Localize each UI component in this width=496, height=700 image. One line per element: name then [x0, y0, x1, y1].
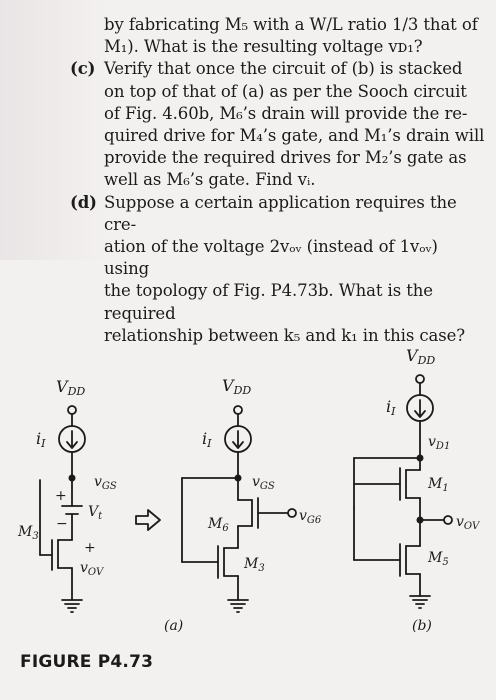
vdd-terminal-middle — [233, 405, 243, 415]
lead-line: M₁). What is the resulting voltage vᴅ₁? — [104, 37, 423, 57]
circuit-right: VDD iI vD1 M1 vOV — [353, 346, 481, 609]
plus-sign: + — [55, 488, 67, 504]
vdd-terminal-left — [67, 405, 77, 415]
implies-arrow-icon — [135, 509, 161, 531]
vgs-label-left: vGS — [94, 474, 117, 492]
current-label-middle: iI — [202, 429, 212, 450]
part-d-line: Suppose a certain application requires t… — [104, 192, 457, 234]
vgs-label-middle: vGS — [252, 474, 275, 492]
m6-label: M6 — [207, 516, 229, 534]
m3-label-left: M3 — [17, 524, 39, 542]
part-c-line: provide the required drives for M₂’s gat… — [104, 148, 467, 168]
vov-label-left: vOV — [80, 560, 105, 578]
circuit-left: VDD iI vGS + − Vt — [17, 377, 117, 613]
problem-text: by fabricating M₅ with a W/L ratio 1/3 t… — [70, 14, 486, 347]
m3-label-middle: M3 — [243, 556, 265, 574]
minus-sign: − — [56, 516, 68, 532]
vd1-label: vD1 — [428, 434, 450, 452]
m5-label: M5 — [427, 550, 449, 568]
vg6-terminal — [287, 508, 297, 518]
vdd-label-right: VDD — [406, 346, 435, 367]
part-c-line: of Fig. 4.60b, M₆’s drain will provide t… — [104, 103, 468, 123]
vov-terminal — [443, 515, 453, 525]
lead-line: by fabricating M₅ with a W/L ratio 1/3 t… — [104, 15, 478, 34]
part-c-line: quired drive for M₄’s gate, and M₁’s dra… — [104, 126, 485, 146]
part-d-line: ation of the voltage 2vₒᵥ (instead of 1v… — [104, 237, 438, 279]
vdd-terminal-right — [415, 374, 425, 384]
part-d-tag: (d) — [70, 192, 97, 212]
vt-label: Vt — [88, 504, 103, 522]
vg6-label: vG6 — [299, 508, 322, 526]
part-c-line: Verify that once the circuit of (b) is s… — [104, 59, 463, 79]
bleed-through-margin — [0, 0, 110, 260]
part-d-line: relationship between k₅ and k₁ in this c… — [104, 325, 466, 345]
vdd-label-left: VDD — [56, 377, 85, 398]
part-d-line: the topology of Fig. P4.73b. What is the… — [104, 281, 433, 323]
part-c-line: on top of that of (a) as per the Sooch c… — [104, 81, 467, 101]
part-d: (d) Suppose a certain application requir… — [70, 192, 486, 347]
part-c-tag: (c) — [70, 59, 96, 79]
caption-a: (a) — [164, 618, 184, 634]
vov-label-right: vOV — [456, 514, 481, 532]
caption-b: (b) — [412, 618, 432, 634]
part-c: (c) Verify that once the circuit of (b) … — [70, 58, 486, 191]
vdd-label-middle: VDD — [222, 376, 251, 397]
part-c-line: well as M₆’s gate. Find vᵢ. — [104, 170, 316, 190]
m1-label: M1 — [427, 476, 449, 494]
circuit-middle: VDD iI vGS vG6 M6 — [181, 376, 322, 613]
figure-title: FIGURE P4.73 — [20, 652, 154, 672]
current-label-left: iI — [36, 429, 46, 450]
plus-sign: + — [84, 540, 96, 556]
current-label-right: iI — [386, 397, 396, 418]
